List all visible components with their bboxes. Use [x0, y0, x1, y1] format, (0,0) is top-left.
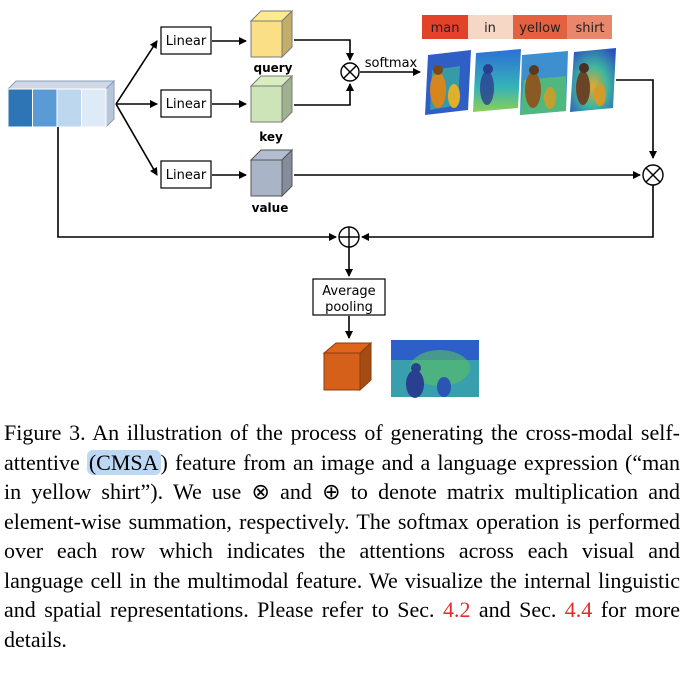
linear-box-query: Linear [160, 26, 212, 55]
attention-maps [425, 48, 616, 115]
caption-suffix: for more details. [4, 597, 681, 652]
value-label: value [252, 201, 289, 215]
output-cube [322, 341, 373, 392]
word-token [513, 15, 567, 39]
pooling-label-line1: Average [322, 284, 375, 299]
pooling-label-line2: pooling [325, 300, 373, 315]
linear-box-value: Linear [160, 160, 212, 189]
caption-and: and Sec. [470, 597, 565, 622]
branch-arrows [115, 40, 158, 176]
attention-map-yellow [520, 51, 568, 115]
value-cube [249, 148, 294, 198]
multiply-symbol [340, 62, 360, 82]
qk-arrows [294, 39, 354, 106]
word-token [468, 15, 513, 39]
query-label: query [253, 61, 292, 75]
word-token [422, 15, 468, 39]
word-label: in [484, 21, 496, 36]
caption-prefix: Figure 3. An illustration of the process… [4, 420, 680, 475]
input-feature [6, 79, 116, 129]
linear-label: Linear [166, 168, 207, 183]
attention-map-in [473, 49, 521, 112]
section-ref-link[interactable]: 4.4 [564, 597, 593, 622]
word-token [567, 15, 612, 39]
query-cube [249, 9, 294, 59]
input-cell [81, 88, 107, 128]
caption-middle: ) feature from an image and a language e… [4, 449, 680, 623]
attention-map-shirt [570, 48, 616, 112]
word-label: shirt [575, 21, 604, 36]
linear-box-key: Linear [160, 89, 212, 118]
caption-highlight: (CMSA [86, 449, 161, 475]
average-pooling-box: Average pooling [312, 278, 386, 316]
word-label: yellow [519, 21, 561, 36]
input-cell [7, 88, 33, 128]
word-label: man [431, 21, 460, 36]
word-tokens: man in yellow shirt [422, 15, 612, 39]
residual-arrow [57, 127, 337, 241]
input-cell [32, 88, 58, 128]
output-heatmap [391, 340, 479, 398]
softmax-label: softmax [365, 56, 418, 71]
input-cell [56, 88, 82, 128]
linear-to-cube-arrows [212, 37, 247, 179]
key-cube [249, 74, 294, 124]
attention-map-man [425, 50, 471, 115]
product-to-add-arrow [361, 185, 654, 241]
figure-caption: Figure 3. An illustration of the process… [4, 418, 680, 654]
key-label: key [259, 130, 283, 144]
linear-label: Linear [166, 34, 207, 49]
add-symbol [338, 226, 360, 248]
attention-to-multiply-arrow [616, 79, 657, 159]
section-ref-link[interactable]: 4.2 [442, 597, 471, 622]
multiply-symbol [642, 164, 664, 186]
diagram-canvas: Linear Linear Linear query key value [6, 9, 664, 398]
linear-label: Linear [166, 97, 207, 112]
